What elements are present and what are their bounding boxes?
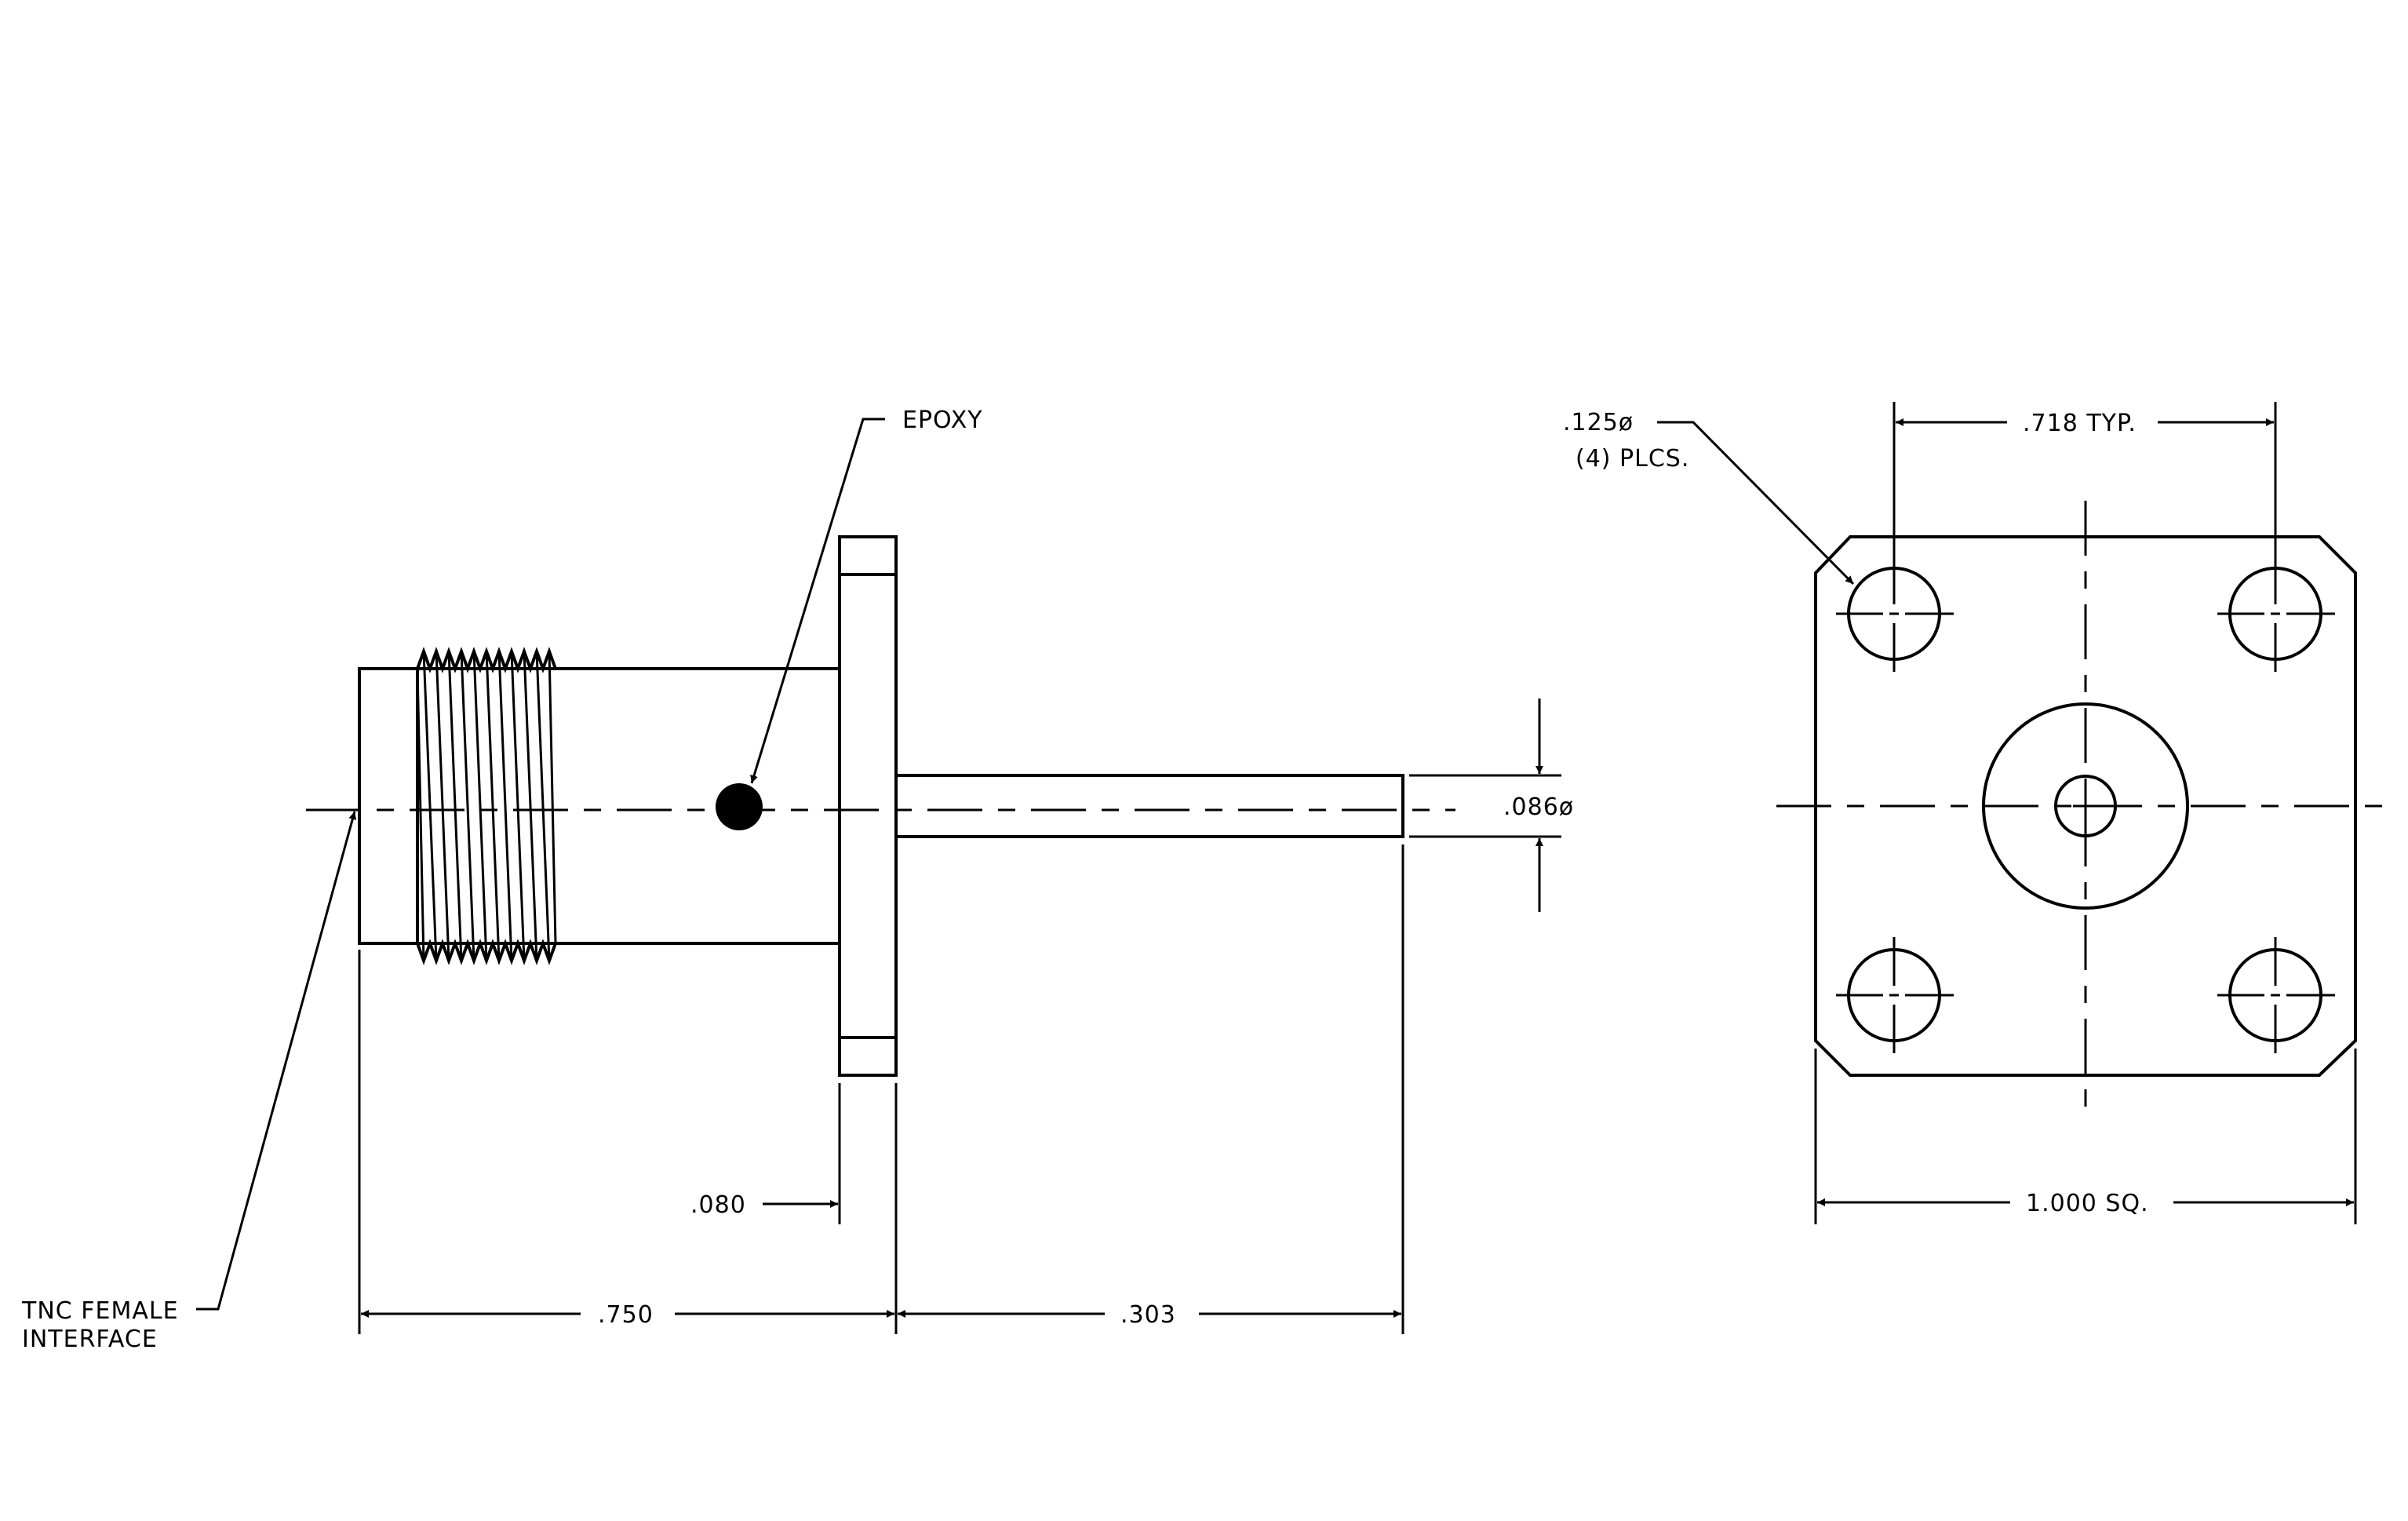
- tnc-label-line1: TNC FEMALE: [21, 1297, 179, 1325]
- mounting-hole-tr: [2217, 556, 2335, 672]
- dim-1000-label: 1.000 SQ.: [2026, 1190, 2149, 1217]
- dim-086-label: .086ø: [1503, 793, 1574, 821]
- dim-086: .086ø: [1409, 698, 1574, 912]
- dim-080: .080: [690, 1191, 838, 1219]
- dim-718-label: .718 TYP.: [2023, 410, 2137, 437]
- epoxy-label: EPOXY: [902, 407, 983, 434]
- front-lip: [358, 667, 419, 945]
- mounting-hole-br: [2217, 937, 2335, 1053]
- dim-1000: 1.000 SQ.: [1814, 1049, 2357, 1224]
- dielectric-circle: [1982, 702, 2189, 910]
- flange: [838, 535, 898, 1077]
- tnc-callout: TNC FEMALE INTERFACE: [21, 811, 357, 1353]
- center-pin: [894, 774, 1404, 838]
- hole-dia-label: .125ø: [1563, 409, 1634, 436]
- center-contact-circle: [2054, 775, 2117, 837]
- dim-303-label: .303: [1120, 1301, 1176, 1329]
- hole-callout: .125ø (4) PLCS.: [1563, 409, 1855, 585]
- end-view: [1776, 501, 2393, 1114]
- mounting-hole-tl: [1836, 556, 1954, 672]
- epoxy-callout: EPOXY: [750, 407, 983, 784]
- dim-718: .718 TYP.: [1893, 402, 2277, 568]
- flange-square: [1814, 535, 2357, 1077]
- threaded-body: [416, 647, 557, 965]
- mounting-hole-bl: [1836, 937, 1954, 1053]
- epoxy-dot: [716, 783, 763, 830]
- hole-count-label: (4) PLCS.: [1576, 445, 1689, 472]
- dim-303: .303: [898, 1301, 1401, 1329]
- dim-750: .750: [361, 1301, 894, 1329]
- side-view: [306, 535, 1455, 1077]
- tnc-label-line2: INTERFACE: [22, 1326, 158, 1353]
- dim-750-label: .750: [598, 1301, 654, 1329]
- dim-080-label: .080: [690, 1191, 746, 1219]
